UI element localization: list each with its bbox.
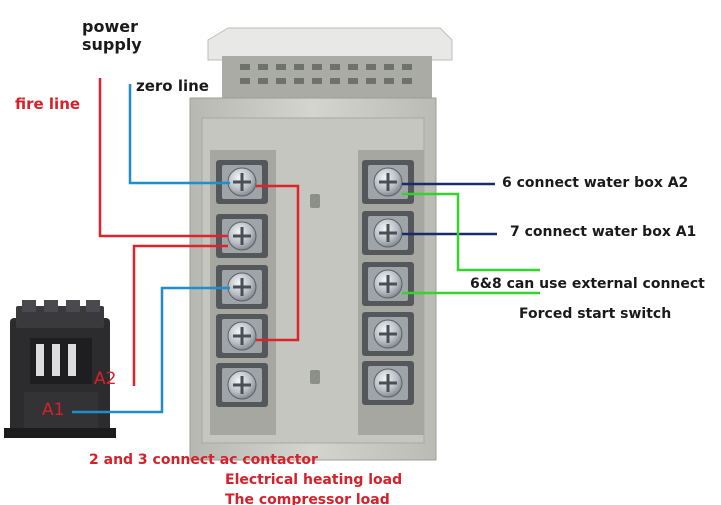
zero-line-wire — [128, 84, 230, 185]
ac-contactor — [4, 300, 116, 438]
terminal-1 — [216, 160, 268, 204]
fire-line-wire — [98, 78, 228, 238]
terminal-9 — [362, 312, 414, 356]
fire-line-label: fire line — [15, 95, 81, 113]
terminal-4 — [216, 314, 268, 358]
controller-top — [207, 27, 453, 98]
terminal-2 — [216, 214, 268, 258]
contactor-connect-label: 2 and 3 connect ac contactor — [89, 452, 318, 468]
terminal-6 — [362, 160, 414, 204]
contactor-a2-label: A2 — [94, 369, 117, 389]
heating-load-label: Electrical heating load — [225, 472, 403, 488]
terminal-block-right — [362, 160, 414, 405]
power-supply-line-2: supply — [82, 35, 142, 55]
contactor-a2-wire — [132, 244, 228, 386]
terminal-3 — [216, 265, 268, 309]
power-supply-line-1: power — [82, 17, 138, 36]
wires — [72, 78, 540, 414]
terminal-7 — [362, 211, 414, 255]
terminal-1-4-jumper — [256, 184, 300, 342]
terminal-10 — [362, 361, 414, 405]
switch-wire-6 — [402, 192, 540, 272]
forced-start-label: Forced start switch — [519, 306, 672, 322]
terminal-5 — [216, 363, 268, 407]
external-connect-label: 6&8 can use external connect — [470, 276, 705, 292]
terminal-block-left — [216, 160, 268, 407]
power-supply-label: power supply — [82, 17, 142, 55]
terminal-8 — [362, 262, 414, 306]
contactor-a1-wire — [72, 286, 230, 414]
contactor-a1-label: A1 — [42, 400, 65, 420]
terminal-6-label: 6 connect water box A2 — [502, 175, 689, 191]
terminal-7-label: 7 connect water box A1 — [510, 224, 697, 240]
compressor-load-label: The compressor load — [225, 492, 390, 505]
zero-line-label: zero line — [136, 77, 209, 95]
